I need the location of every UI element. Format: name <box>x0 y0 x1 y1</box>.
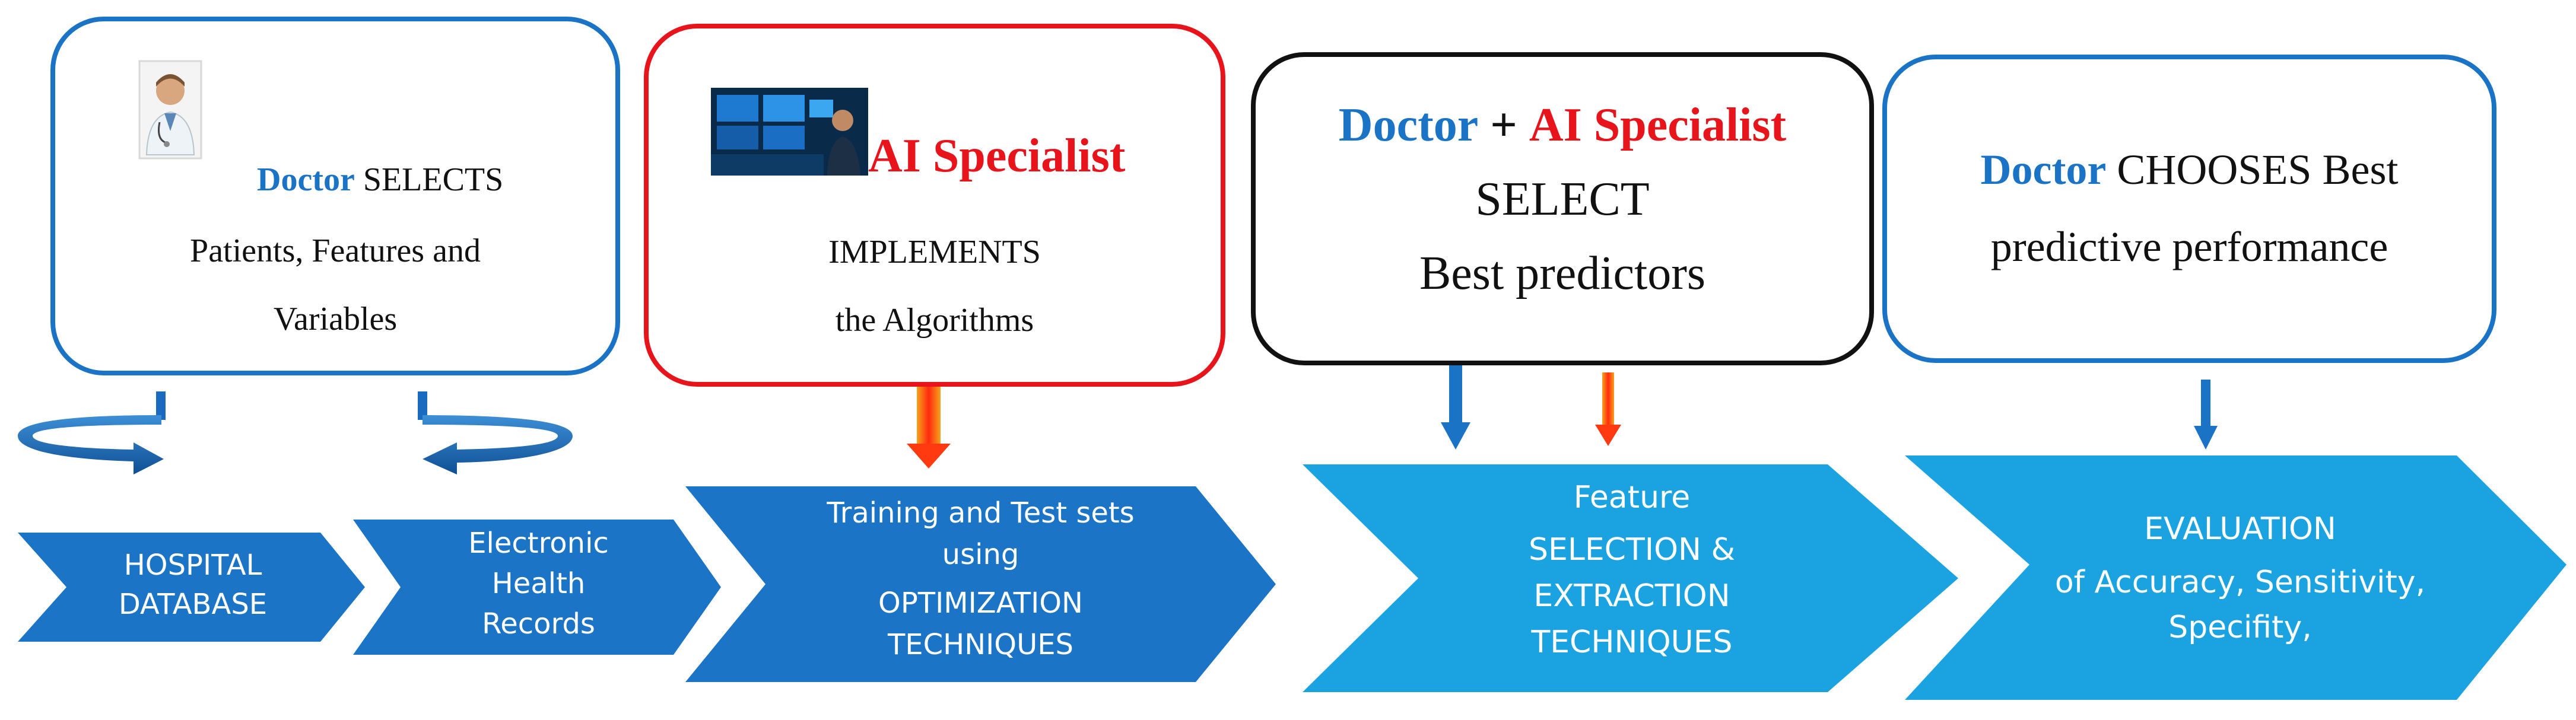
chevron-training-test-sets <box>685 486 1276 682</box>
step5-line1: EVALUATION <box>2144 511 2336 547</box>
plus-sign: + <box>1490 99 1517 151</box>
doctor-ai-select-box: Doctor + AI Specialist SELECT Best predi… <box>1251 52 1874 365</box>
box4-line2: predictive performance <box>1990 223 2388 270</box>
step2-line2: Health <box>491 567 586 600</box>
step4-line3: EXTRACTION <box>1533 578 1730 614</box>
step2-line3: Records <box>482 607 595 641</box>
box3-line2: SELECT <box>1475 173 1650 225</box>
step3-line2: using <box>942 538 1019 571</box>
down-arrow-icon-orange-2 <box>1595 372 1621 446</box>
cycle-arrow-icon-right <box>418 391 573 474</box>
chevron-hospital-database <box>18 533 365 642</box>
chevron-evaluation <box>1905 455 2567 700</box>
step3-line1: Training and Test sets <box>827 496 1135 530</box>
doctor-selects-box: Doctor SELECTS Patients, Features and Va… <box>50 17 620 375</box>
cycle-arrow-icon-left <box>18 391 166 474</box>
chevron-electronic-health-records <box>353 520 721 655</box>
box2-line2: IMPLEMENTS <box>828 234 1041 270</box>
step1-line1: HOSPITAL <box>123 549 262 582</box>
step4-text: Feature SELECTION & EXTRACTION TECHNIQUE… <box>1424 474 1840 665</box>
ai-specialist-label: AI Specialist <box>1529 99 1787 151</box>
step1-text: HOSPITAL DATABASE <box>89 546 297 624</box>
doctor-label: Doctor <box>1338 99 1479 151</box>
step5-line3: Specifity, <box>2168 610 2312 645</box>
step4-line4: TECHNIQUES <box>1531 625 1733 660</box>
doctor-icon <box>138 60 202 160</box>
box1-line2: Patients, Features and <box>190 232 481 269</box>
box1-line3: Variables <box>273 301 398 337</box>
doctor-label: Doctor <box>257 161 355 198</box>
selects-label: SELECTS <box>363 161 504 198</box>
ai-specialist-implements-box: AI Specialist IMPLEMENTS the Algorithms <box>644 24 1225 387</box>
doctor-label: Doctor <box>1980 146 2107 193</box>
step4-line1: Feature <box>1573 480 1691 515</box>
step2-line1: Electronic <box>468 527 609 560</box>
chevron-feature-selection <box>1303 464 1958 692</box>
down-arrow-icon-orange-1 <box>907 384 951 469</box>
step4-line2: SELECTION & <box>1528 532 1735 568</box>
step3-line4: TECHNIQUES <box>887 628 1074 661</box>
doctor-chooses-box: Doctor CHOOSES Best predictive performan… <box>1882 55 2496 363</box>
step5-line2: of Accuracy, Sensitivity, <box>2054 565 2426 600</box>
box2-line3: the Algorithms <box>835 302 1034 339</box>
step5-text: EVALUATION of Accuracy, Sensitivity, Spe… <box>2018 498 2463 650</box>
down-arrow-icon-blue-2 <box>2194 380 2218 450</box>
box3-line3: Best predictors <box>1419 247 1706 300</box>
ai-specialist-label: AI Specialist <box>868 130 1126 182</box>
step2-text: Electronic Health Records <box>421 523 656 644</box>
down-arrow-icon-blue-1 <box>1441 363 1470 450</box>
control-room-photo <box>711 88 868 176</box>
step3-line3: OPTIMIZATION <box>878 587 1083 620</box>
step5-line3-wrap: Specifity, <box>2018 605 2463 650</box>
step1-line2: DATABASE <box>118 588 268 621</box>
chooses-label: CHOOSES Best <box>2117 146 2399 193</box>
step3-text: Training and Test sets using OPTIMIZATIO… <box>766 492 1196 665</box>
